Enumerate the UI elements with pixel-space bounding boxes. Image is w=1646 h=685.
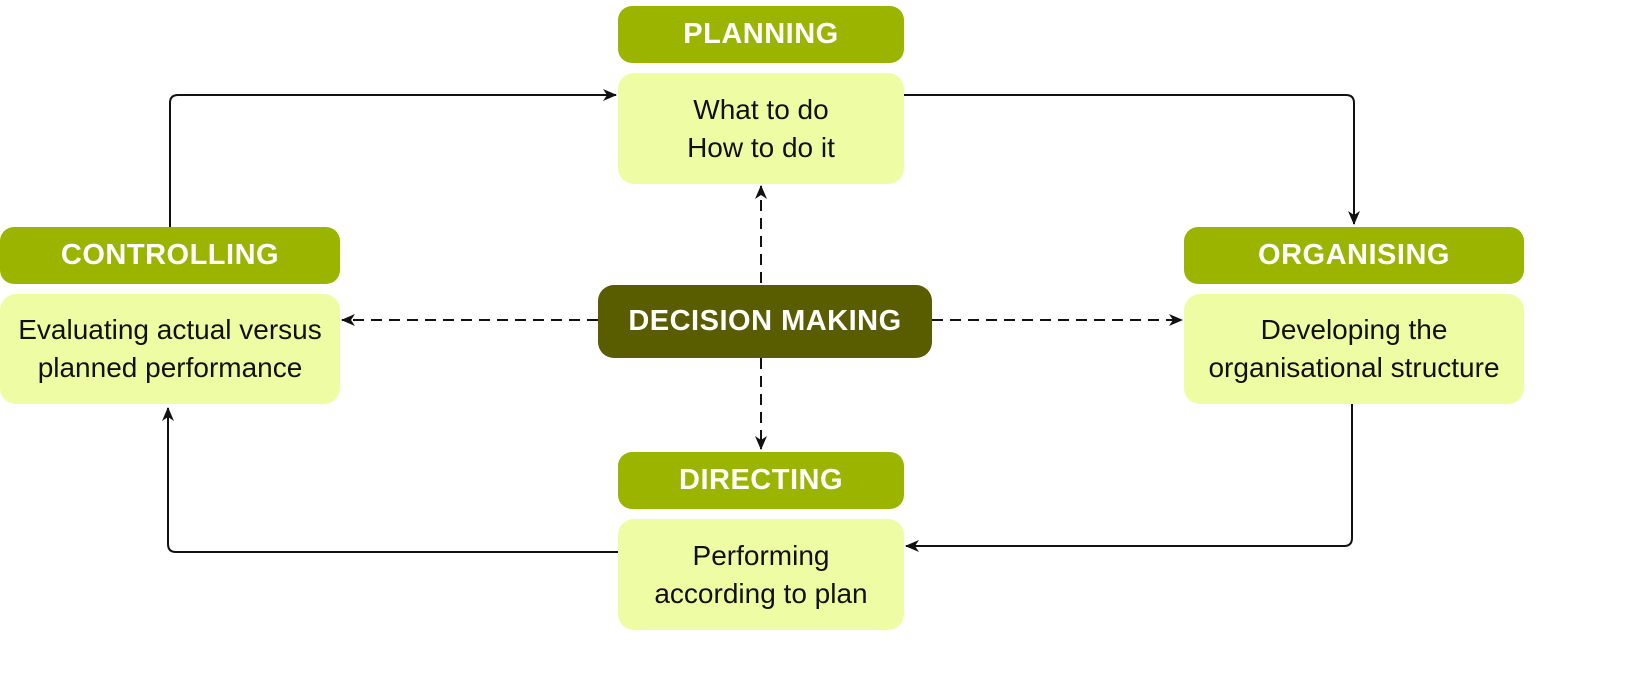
organising-header: ORGANISING [1184,227,1524,284]
controlling-title: CONTROLLING [60,239,280,271]
directing-line-1: Performing [692,539,830,571]
arrow-organising-to-directing [905,404,1353,552]
controlling-line-2: planned performance [37,352,303,383]
planning-line-2: How to do it [687,131,835,163]
planning-title: PLANNING [683,18,839,50]
decision-making-label: DECISION MAKING [628,305,902,337]
organising-line-2: organisational structure [1208,352,1500,383]
organising-box: Developing the organisational structure [1184,294,1524,404]
organising-line-1: Developing the [1260,314,1448,345]
arrow-directing-to-controlling [162,407,618,553]
controlling-line-1: Evaluating actual versus [18,314,322,345]
directing-title: DIRECTING [679,464,843,496]
directing-box: Performing according to plan [618,519,904,630]
directing-line-2: according to plan [654,577,868,609]
controlling-header: CONTROLLING [0,227,340,284]
arrow-controlling-to-planning [169,89,617,227]
arrow-planning-to-organising [904,94,1360,225]
controlling-box: Evaluating actual versus planned perform… [0,294,340,404]
decision-making-box: DECISION MAKING [598,285,932,358]
planning-header: PLANNING [618,6,904,63]
planning-box: What to do How to do it [618,73,904,184]
directing-header: DIRECTING [618,452,904,509]
planning-line-1: What to do [693,93,829,125]
organising-title: ORGANISING [1258,239,1450,271]
